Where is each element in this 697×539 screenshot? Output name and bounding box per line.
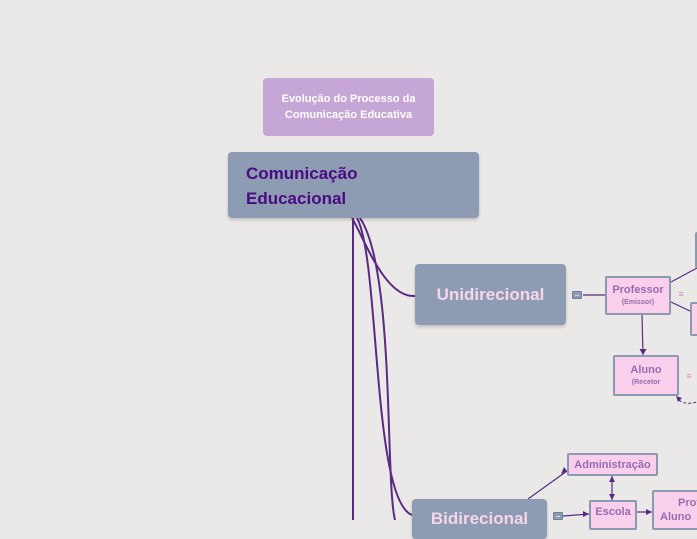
title-note[interactable]: Evolução do Processo da Comunicação Educ… (263, 78, 434, 136)
topic-unidirecional-label: Unidirecional (436, 284, 545, 304)
connector-aluno-dashed (678, 399, 697, 404)
escola-label: Escola (595, 506, 631, 518)
subtopic-professor-aluno[interactable]: Prof Aluno (652, 490, 697, 530)
arrowhead-admin (561, 467, 567, 474)
arrowhead-escola-down (609, 494, 615, 500)
connector-layer (351, 217, 697, 520)
title-note-line2: Comunicação Educativa (284, 109, 413, 121)
arrowhead-dashed (676, 396, 682, 402)
collapse-icon[interactable]: − (572, 291, 582, 300)
connector-root-bidirecional (356, 217, 413, 516)
collapse-icon-bidirecional[interactable]: − (553, 512, 563, 521)
subtopic-aluno[interactable]: Aluno (Recetor (613, 355, 679, 396)
professor-role: (Emissor) (621, 299, 655, 306)
professor-aluno-line1: Prof (678, 497, 697, 509)
administracao-label: Administração (574, 458, 651, 471)
topic-bidirecional[interactable]: Bidirecional (412, 499, 547, 539)
topic-unidirecional[interactable]: Unidirecional (415, 264, 566, 325)
arrowhead-escola (583, 511, 589, 517)
subtopic-escola[interactable]: Escola (589, 500, 637, 530)
central-topic-line2: Educacional (246, 189, 347, 208)
professor-aluno-line2: Aluno (660, 511, 692, 523)
arrowhead-admin-up (609, 476, 615, 482)
arrowhead-profaluno (646, 509, 652, 515)
connector-bi-admin (527, 470, 568, 500)
title-note-line1: Evolução do Processo da (281, 93, 416, 105)
aluno-role: (Recetor (631, 379, 661, 386)
connector-professor-upper (670, 267, 697, 283)
arrowhead-aluno (639, 349, 647, 355)
professor-label: Professor (612, 284, 664, 296)
central-topic[interactable]: Comunicação Educacional (228, 152, 479, 218)
subtopic-professor[interactable]: Professor (Emissor) (605, 276, 671, 315)
note-lines-icon-aluno[interactable]: ≡ (686, 371, 692, 381)
connector-professor-aluno (641, 314, 644, 356)
connector-root-trunk-2 (359, 217, 396, 520)
subtopic-administracao[interactable]: Administração (567, 453, 658, 476)
connector-professor-lower (670, 301, 693, 313)
subtopic-offscreen-lower[interactable] (690, 302, 697, 336)
note-lines-icon[interactable]: ≡ (678, 289, 684, 299)
topic-bidirecional-label: Bidirecional (430, 509, 529, 528)
aluno-label: Aluno (630, 364, 662, 376)
central-topic-line1: Comunicação (246, 164, 358, 183)
subtopic-offscreen-upper[interactable] (695, 232, 697, 268)
